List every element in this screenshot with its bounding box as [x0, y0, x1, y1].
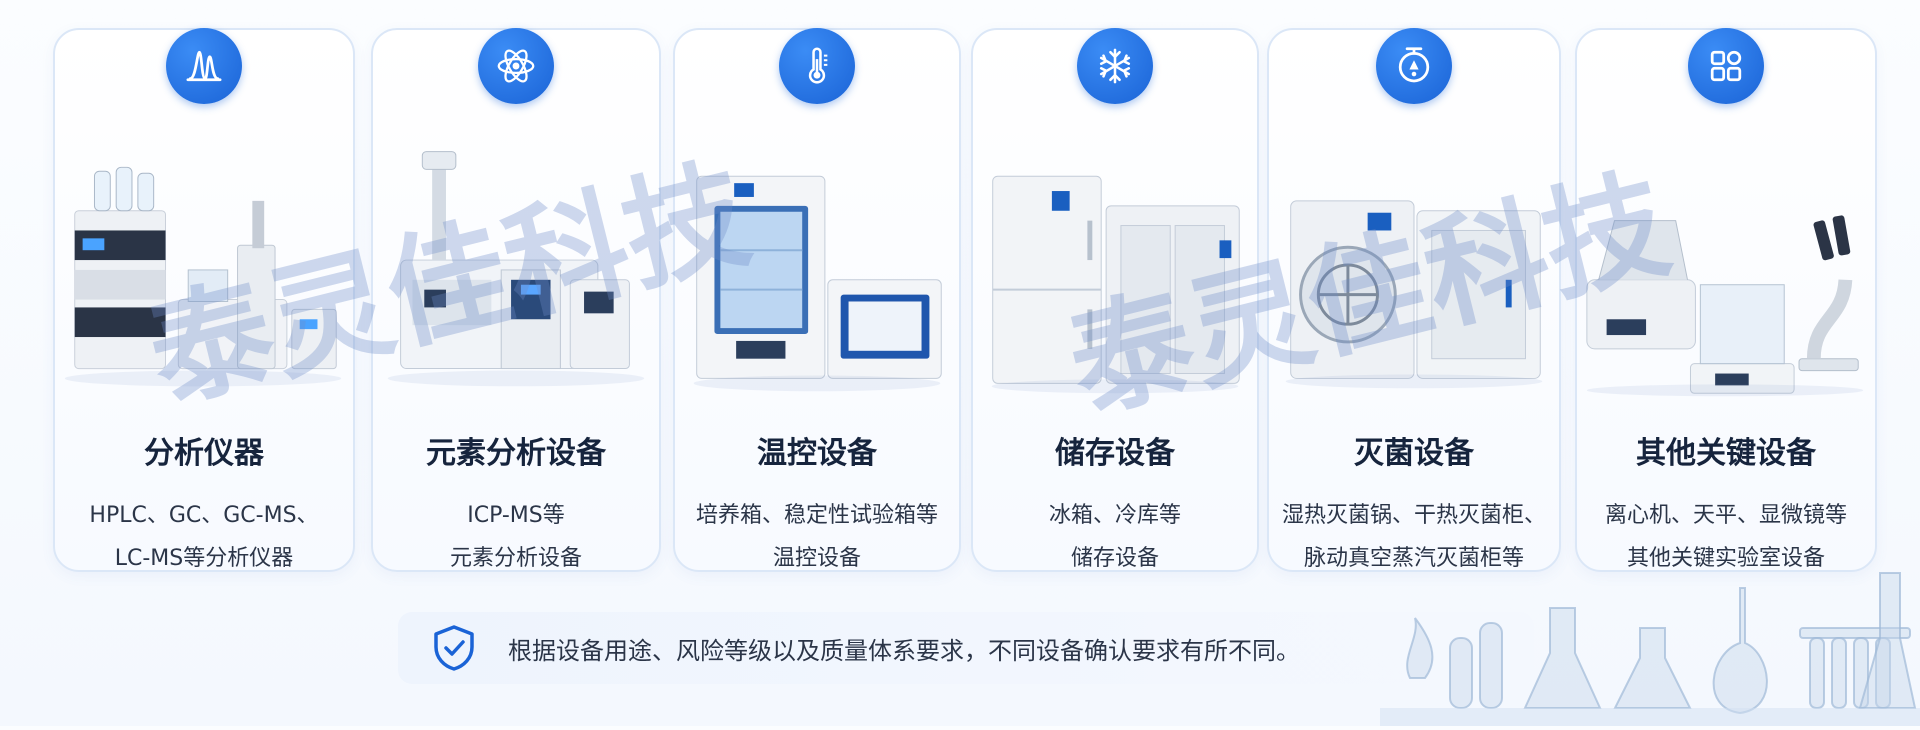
icp-ms-illustration	[373, 130, 659, 400]
centrifuge-balance-microscope-illustration	[1577, 130, 1875, 400]
notice-bar: 根据设备用途、风险等级以及质量体系要求，不同设备确认要求有所不同。	[398, 612, 1534, 684]
card-title: 分析仪器	[144, 436, 264, 471]
card-description: HPLC、GC、GC-MS、 LC-MS等分析仪器	[55, 494, 353, 580]
card-description-line: 其他关键实验室设备	[1626, 546, 1825, 571]
card-title: 温控设备	[757, 436, 877, 471]
card-description-line: LC-MS等分析仪器	[114, 546, 294, 571]
card-description-line: 脉动真空蒸汽灭菌柜等	[1303, 546, 1524, 571]
snowflake-icon	[1077, 28, 1153, 104]
card-description-line: HPLC、GC、GC-MS、	[89, 503, 319, 528]
refrigerator-illustration	[973, 130, 1257, 400]
card-title: 储存设备	[1055, 436, 1175, 471]
card-title: 灭菌设备	[1354, 436, 1474, 471]
card-description: 培养箱、稳定性试验箱等 温控设备	[675, 494, 959, 580]
card-description-line: 温控设备	[772, 546, 861, 571]
autoclave-illustration	[1269, 130, 1559, 400]
card-title: 其他关键设备	[1636, 436, 1816, 471]
card-sterilization: 灭菌设备 湿热灭菌锅、干热灭菌柜、 脉动真空蒸汽灭菌柜等	[1267, 28, 1561, 572]
chromatogram-icon	[166, 28, 242, 104]
card-description-line: ICP-MS等	[467, 503, 565, 528]
card-temperature-control: 温控设备 培养箱、稳定性试验箱等 温控设备	[673, 28, 961, 572]
card-description-line: 元素分析设备	[449, 546, 582, 571]
incubator-illustration	[675, 130, 959, 400]
card-description-line: 培养箱、稳定性试验箱等	[695, 503, 938, 528]
card-description-line: 湿热灭菌锅、干热灭菌柜、	[1281, 503, 1546, 528]
thermometer-icon	[779, 28, 855, 104]
card-elemental-analysis: 元素分析设备 ICP-MS等 元素分析设备	[371, 28, 661, 572]
card-description-line: 冰箱、冷库等	[1048, 503, 1181, 528]
equipment-cards: 分析仪器 HPLC、GC、GC-MS、 LC-MS等分析仪器	[53, 28, 1877, 572]
card-other-equipment: 其他关键设备 离心机、天平、显微镜等 其他关键实验室设备	[1575, 28, 1877, 572]
grid-apps-icon	[1688, 28, 1764, 104]
notice-text: 根据设备用途、风险等级以及质量体系要求，不同设备确认要求有所不同。	[508, 637, 1300, 665]
atom-icon	[478, 28, 554, 104]
card-description: 冰箱、冷库等 储存设备	[973, 494, 1257, 580]
card-description-line: 离心机、天平、显微镜等	[1604, 503, 1847, 528]
card-description: 离心机、天平、显微镜等 其他关键实验室设备	[1577, 494, 1875, 580]
lab-glassware-decoration	[1380, 568, 1920, 726]
card-description: ICP-MS等 元素分析设备	[373, 494, 659, 580]
hplc-system-illustration	[55, 130, 353, 400]
sterilizer-icon	[1376, 28, 1452, 104]
card-description: 湿热灭菌锅、干热灭菌柜、 脉动真空蒸汽灭菌柜等	[1269, 494, 1559, 580]
card-storage: 储存设备 冰箱、冷库等 储存设备	[971, 28, 1259, 572]
card-analytical-instruments: 分析仪器 HPLC、GC、GC-MS、 LC-MS等分析仪器	[53, 28, 355, 572]
shield-check-icon	[434, 625, 474, 671]
card-description-line: 储存设备	[1070, 546, 1159, 571]
card-title: 元素分析设备	[426, 436, 606, 471]
